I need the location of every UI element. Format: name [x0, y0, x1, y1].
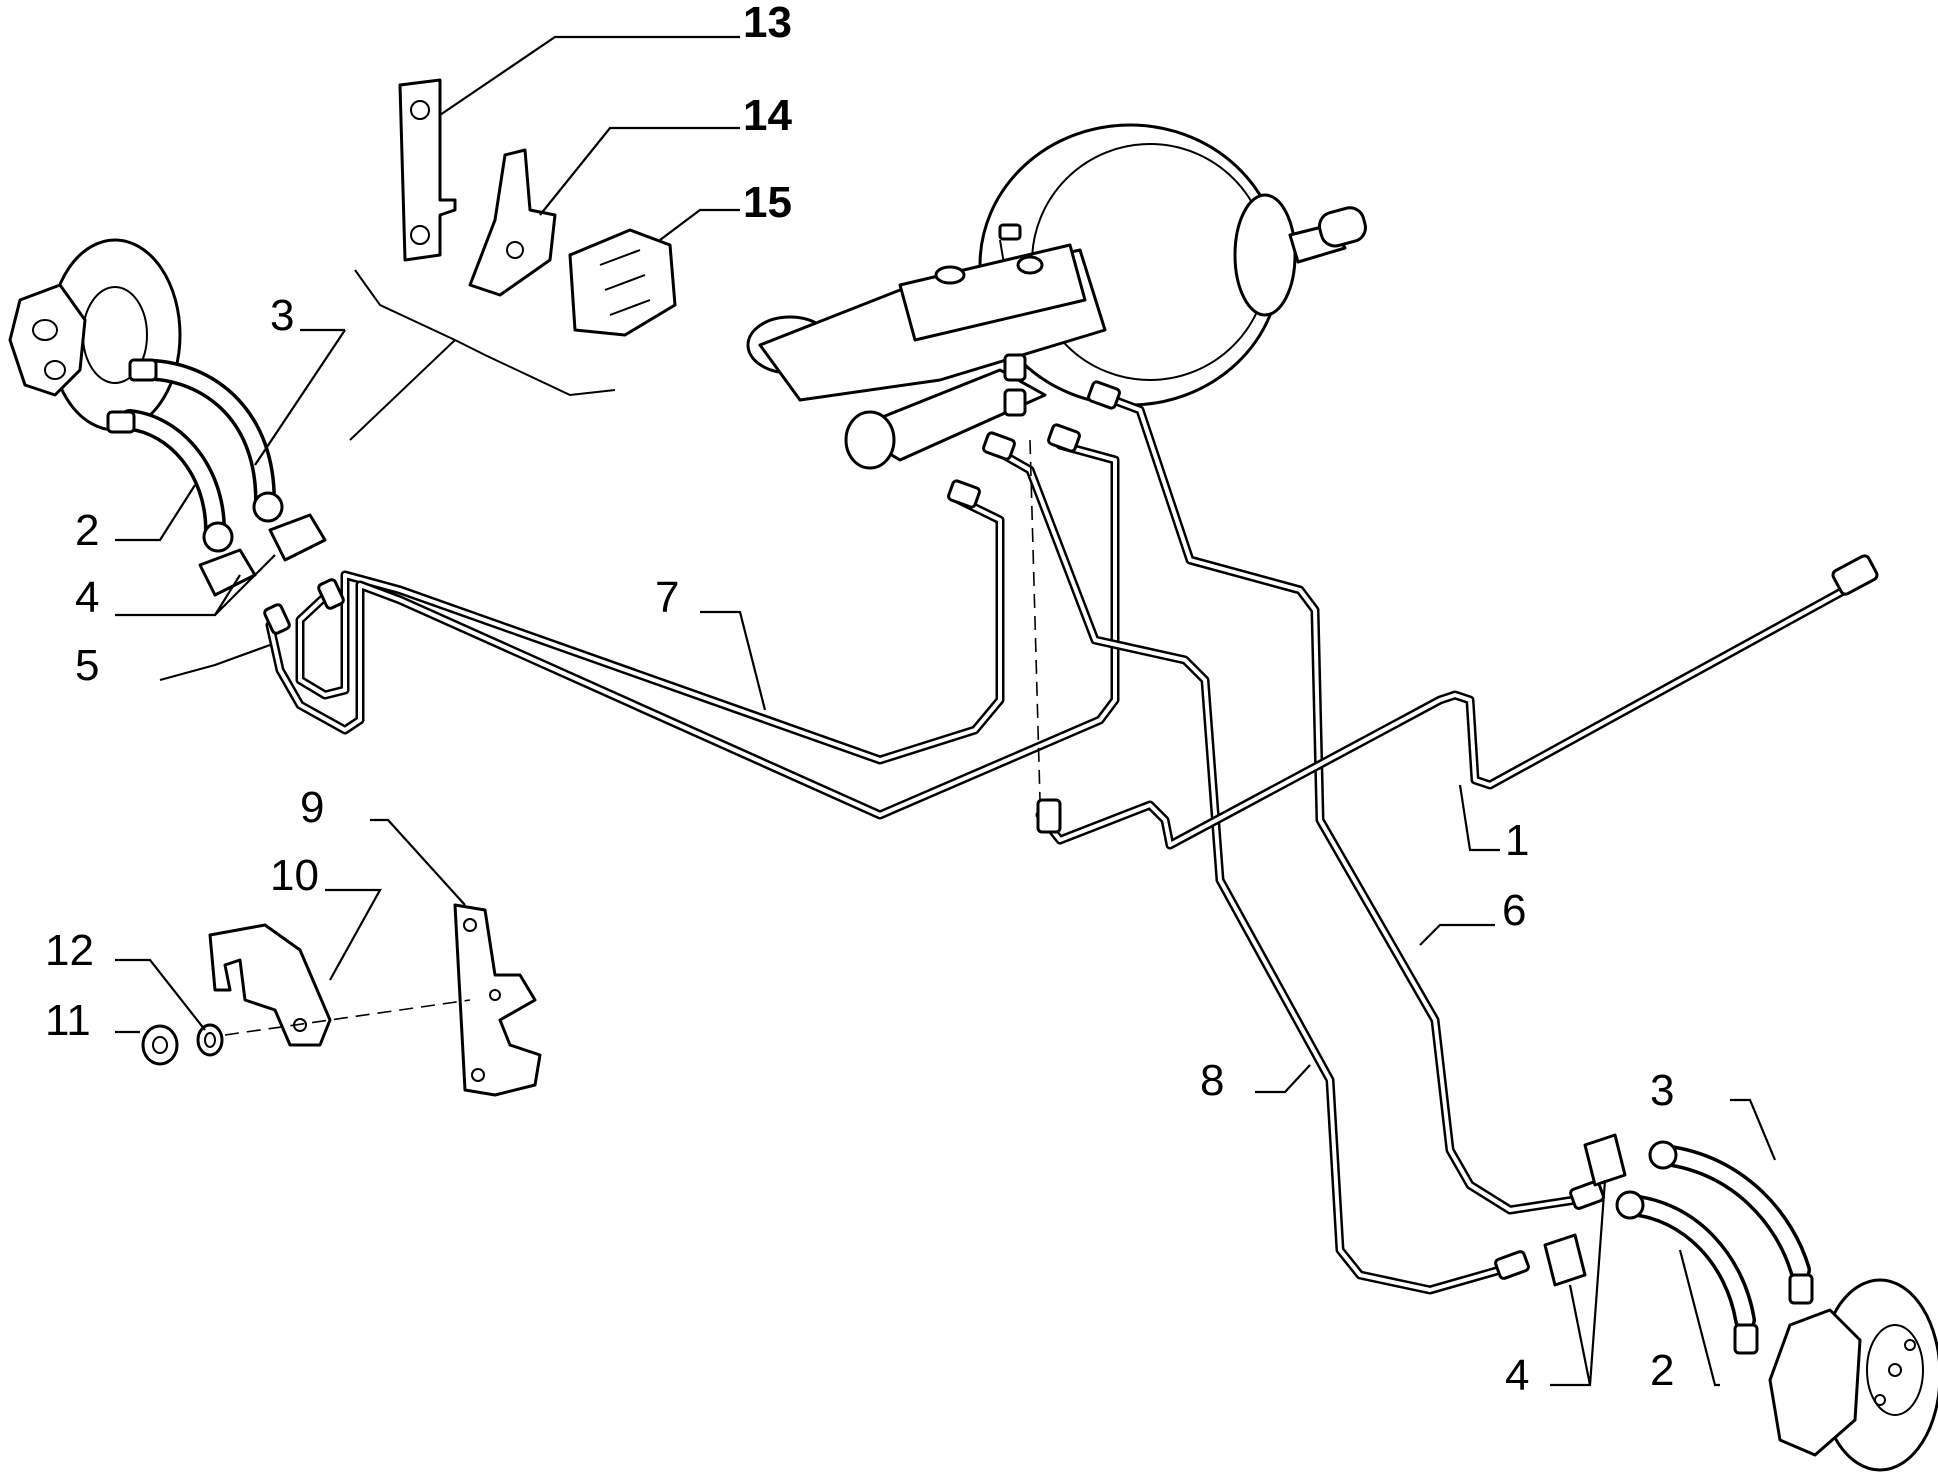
- callout-4-left: 4: [75, 573, 99, 622]
- callout-8: 8: [1200, 1056, 1224, 1105]
- callout-4-right: 4: [1505, 1351, 1529, 1400]
- callout-2-right: 2: [1650, 1346, 1674, 1395]
- callout-6: 6: [1502, 886, 1526, 935]
- callout-3-right: 3: [1650, 1066, 1674, 1115]
- bracket-13: [398, 78, 457, 262]
- bracket-9: [453, 903, 542, 1097]
- clips-left: [198, 513, 327, 597]
- flex-hoses-left: [106, 358, 284, 553]
- callout-11: 11: [45, 996, 91, 1045]
- flex-hoses-right: [1615, 1140, 1814, 1355]
- washer-12: [196, 1023, 224, 1057]
- callout-12: 12: [45, 926, 94, 975]
- callout-13: 13: [743, 0, 792, 47]
- pipe-7: [295, 493, 1005, 765]
- callout-2-left: 2: [75, 506, 99, 555]
- clips-right: [1543, 1133, 1627, 1287]
- front-left-brake-disc: [8, 238, 182, 432]
- callout-9: 9: [300, 783, 324, 832]
- leader-lines: [115, 35, 1777, 1387]
- assembly-centerline: [1029, 439, 1041, 801]
- callout-14: 14: [743, 91, 792, 140]
- nut-11: [141, 1024, 179, 1066]
- master-cylinder: [746, 223, 1107, 470]
- pipe-8: [990, 445, 1505, 1295]
- bracket-14: [468, 148, 557, 297]
- callout-1: 1: [1505, 816, 1529, 865]
- pipe-6: [1095, 390, 1580, 1215]
- pipe-5: [265, 440, 1120, 820]
- pipe-fittings: [263, 380, 1879, 1280]
- clip-15: [568, 228, 677, 337]
- callout-15: 15: [743, 178, 792, 227]
- pipe-routing-lines: [349, 269, 616, 441]
- callout-10: 10: [270, 851, 319, 900]
- callout-3-left: 3: [270, 291, 294, 340]
- callout-5: 5: [75, 641, 99, 690]
- callout-7: 7: [655, 573, 679, 622]
- bracket-10: [208, 923, 332, 1047]
- bracket-assembly-axis: [224, 999, 471, 1036]
- rear-right-brake-disc: [1768, 1278, 1938, 1472]
- pipe-1: [1035, 585, 1850, 850]
